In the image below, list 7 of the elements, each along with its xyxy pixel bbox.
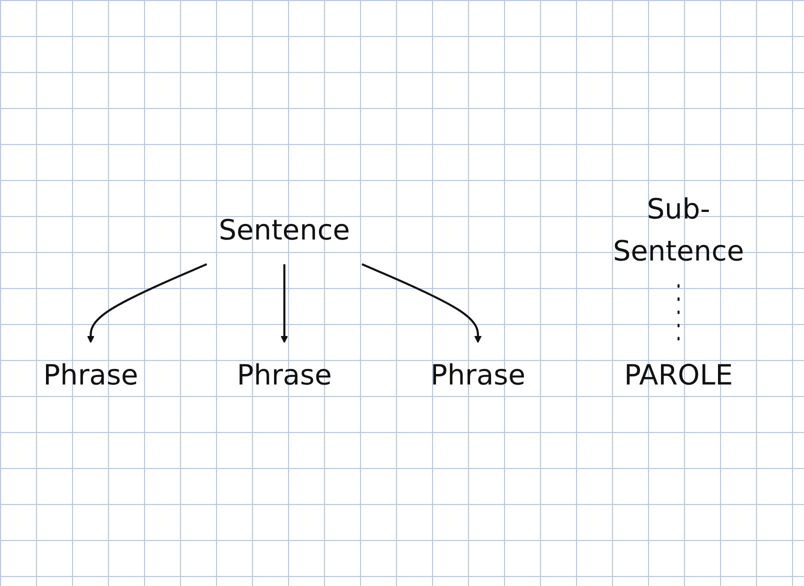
node-text: Phrase xyxy=(430,359,526,392)
node-text: Sub-Sentence xyxy=(612,193,744,268)
arrow xyxy=(280,264,288,344)
node-text: PAROLE xyxy=(624,359,733,392)
node-text: Phrase xyxy=(43,359,138,392)
node-text: Phrase xyxy=(236,359,332,392)
node-text: Sentence xyxy=(218,214,350,247)
